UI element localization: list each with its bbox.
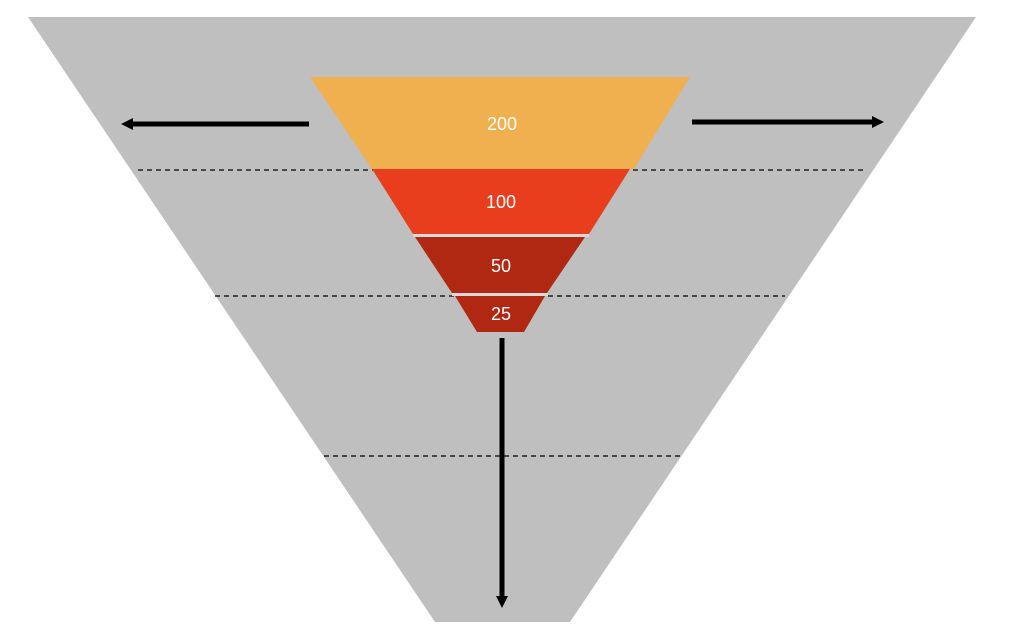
arrow-right bbox=[692, 116, 884, 128]
funnel-stage-100 bbox=[372, 169, 630, 234]
funnel-stage-25 bbox=[455, 296, 545, 332]
funnel-label-50: 50 bbox=[491, 256, 511, 276]
funnel-label-200: 200 bbox=[487, 114, 517, 134]
funnel-label-25: 25 bbox=[491, 304, 511, 324]
funnel-label-100: 100 bbox=[486, 192, 516, 212]
funnel-stage-50 bbox=[415, 237, 585, 293]
funnel-stage-200 bbox=[310, 77, 690, 169]
arrow-down bbox=[496, 338, 508, 608]
arrow-left bbox=[121, 118, 309, 130]
